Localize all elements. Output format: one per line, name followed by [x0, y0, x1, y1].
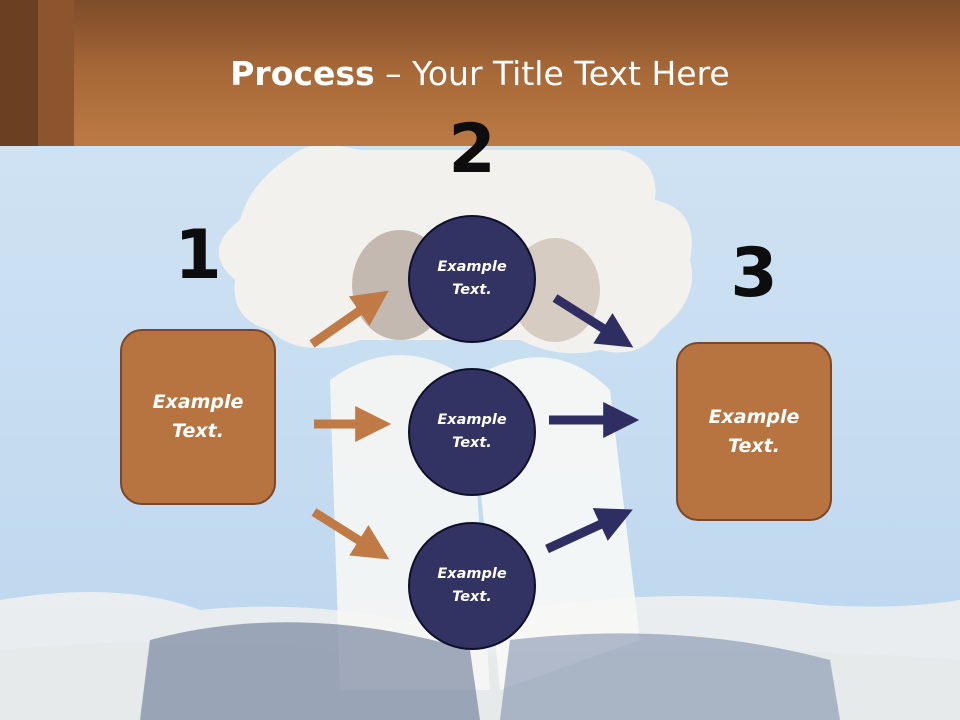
process-circle-bottom[interactable]: Example Text. [408, 522, 536, 650]
step-number-2: 2 [448, 110, 496, 189]
process-box-right[interactable]: Example Text. [676, 342, 832, 521]
step-number-1: 1 [174, 216, 222, 295]
title-bold-part: Process [230, 54, 375, 93]
process-circle-top[interactable]: Example Text. [408, 215, 536, 343]
process-circle-middle[interactable]: Example Text. [408, 368, 536, 496]
arrow-bottom-to-right [545, 508, 633, 554]
process-circle-bottom-label: Example Text. [437, 566, 507, 605]
slide-title[interactable]: Process – Your Title Text Here [0, 52, 960, 96]
header-band [0, 0, 960, 146]
arrow-left-to-bottom [311, 508, 390, 560]
arrow-left-to-top [309, 290, 389, 348]
arrow-top-to-right [552, 294, 634, 348]
process-circle-top-label: Example Text. [437, 259, 507, 298]
header-accent-dark [0, 0, 38, 146]
process-box-left[interactable]: Example Text. [120, 329, 276, 505]
process-box-left-label: Example Text. [152, 391, 244, 442]
title-rest-part: – Your Title Text Here [374, 54, 730, 93]
step-number-3: 3 [730, 234, 778, 313]
header-accent-mid [38, 0, 74, 146]
process-circle-middle-label: Example Text. [437, 412, 507, 451]
process-box-right-label: Example Text. [708, 405, 800, 457]
